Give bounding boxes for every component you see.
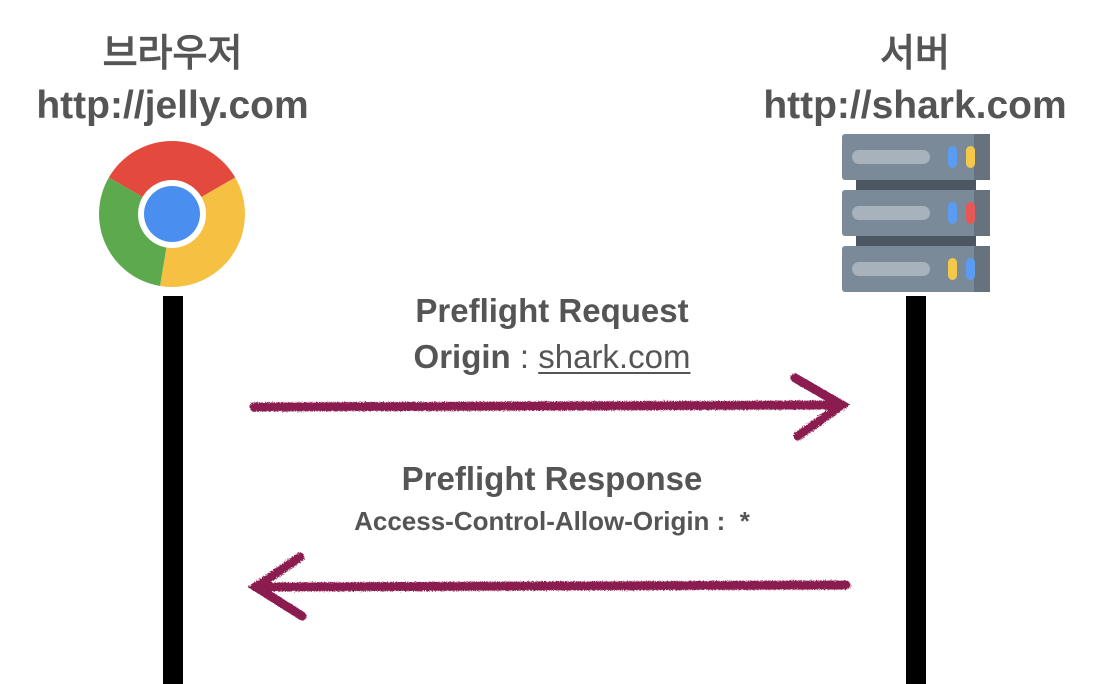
request-origin: Origin : shark.com (250, 338, 854, 376)
server-lifeline (906, 296, 926, 684)
chrome-center (144, 186, 200, 242)
header-label: Access-Control-Allow-Origin (354, 506, 710, 536)
chrome-yellow-segment (160, 177, 245, 287)
server-unit-3 (842, 246, 990, 292)
chrome-green-segment (99, 177, 172, 286)
header-value: * (739, 506, 750, 536)
client-url: http://jelly.com (36, 84, 309, 127)
response-title: Preflight Response (401, 460, 703, 497)
request-title: Preflight Request (415, 292, 689, 329)
response-header: Access-Control-Allow-Origin : * (250, 506, 854, 537)
chrome-red-segment (108, 141, 236, 214)
server-title: 서버 (880, 31, 950, 75)
request-arrow (249, 373, 851, 441)
origin-label: Origin (413, 338, 511, 375)
client-lifeline (163, 296, 183, 684)
server-unit-1 (842, 134, 990, 180)
origin-value: shark.com (538, 338, 691, 375)
origin-separator: : (519, 338, 530, 375)
server-unit-2 (842, 190, 990, 236)
client-title: 브라우저 (102, 31, 243, 75)
header-separator: : (716, 506, 726, 536)
server-url: http://shark.com (763, 84, 1067, 127)
response-arrow (247, 552, 851, 621)
chrome-inner-ring (138, 180, 206, 248)
